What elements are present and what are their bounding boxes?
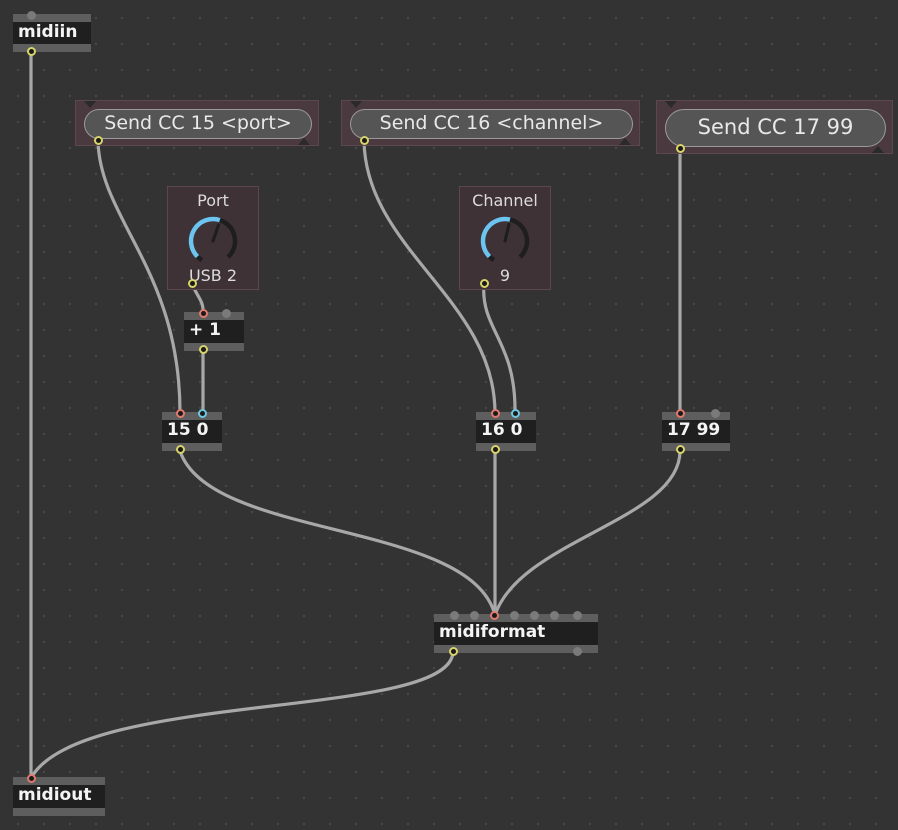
midiformat-inlet-1[interactable] xyxy=(450,611,459,620)
send-cc16-label: Send CC 16 <channel> xyxy=(379,112,604,134)
midiformat-inlet-5[interactable] xyxy=(530,611,539,620)
midiin-object[interactable]: midiin xyxy=(13,14,91,52)
message-17-99-label: 17 99 xyxy=(662,420,730,443)
port-dial-value: USB 2 xyxy=(188,266,238,285)
send-cc15-button[interactable]: Send CC 15 <port> xyxy=(84,109,312,139)
cord-msg17-to-midiformat[interactable] xyxy=(493,449,682,617)
message-16-0-right-inlet[interactable] xyxy=(511,409,520,418)
midiformat-inlet-7[interactable] xyxy=(573,611,582,620)
port-dial[interactable]: Port USB 2 xyxy=(167,186,259,290)
port-dial-outlet[interactable] xyxy=(188,279,197,288)
send-cc17-button[interactable]: Send CC 17 99 xyxy=(665,109,886,147)
message-15-0-outlet[interactable] xyxy=(176,445,185,454)
midiout-inlet[interactable] xyxy=(27,774,36,783)
channel-dial-value: 9 xyxy=(499,266,511,285)
send-cc15-frame: Send CC 15 <port> xyxy=(75,100,319,146)
message-15-0-left-inlet[interactable] xyxy=(176,409,185,418)
midiformat-inlet-2[interactable] xyxy=(470,611,479,620)
message-16-0-left-inlet[interactable] xyxy=(491,409,500,418)
send-cc15-label: Send CC 15 <port> xyxy=(104,112,292,134)
send-cc15-outlet[interactable] xyxy=(94,136,103,145)
midiformat-object[interactable]: midiformat xyxy=(434,614,598,653)
midiin-inlet[interactable] xyxy=(27,11,36,20)
plus-one-right-inlet[interactable] xyxy=(222,309,231,318)
midiformat-inlet-4[interactable] xyxy=(510,611,519,620)
send-cc16-outlet[interactable] xyxy=(360,136,369,145)
midiin-label: midiin xyxy=(13,22,91,44)
send-cc16-button[interactable]: Send CC 16 <channel> xyxy=(350,109,633,139)
plus-one-object[interactable]: + 1 xyxy=(184,312,244,351)
send-cc16-frame: Send CC 16 <channel> xyxy=(341,100,640,146)
message-16-0[interactable]: 16 0 xyxy=(476,412,536,451)
channel-dial-outlet[interactable] xyxy=(480,279,489,288)
channel-knob[interactable] xyxy=(477,213,533,269)
midiin-outlet[interactable] xyxy=(27,47,36,56)
port-dial-title: Port xyxy=(197,191,229,210)
cord-msg15-to-midiformat[interactable] xyxy=(178,449,497,617)
midiformat-outlet[interactable] xyxy=(449,647,458,656)
message-17-99-right-inlet[interactable] xyxy=(711,409,720,418)
channel-dial-title: Channel xyxy=(472,191,538,210)
plus-one-left-inlet[interactable] xyxy=(199,309,208,318)
midiout-label: midiout xyxy=(13,785,105,808)
midiformat-inlet-3[interactable] xyxy=(490,611,499,620)
message-16-0-outlet[interactable] xyxy=(491,445,500,454)
message-15-0[interactable]: 15 0 xyxy=(162,412,222,451)
midiformat-outlet-2[interactable] xyxy=(573,647,582,656)
message-17-99-outlet[interactable] xyxy=(676,445,685,454)
message-17-99-left-inlet[interactable] xyxy=(676,409,685,418)
message-16-0-label: 16 0 xyxy=(476,420,536,443)
send-cc17-outlet[interactable] xyxy=(676,144,685,153)
plus-one-outlet[interactable] xyxy=(199,345,208,354)
message-15-0-label: 15 0 xyxy=(162,420,222,443)
midiformat-inlet-6[interactable] xyxy=(550,611,559,620)
message-17-99[interactable]: 17 99 xyxy=(662,412,730,451)
cord-channel-dial-to-msg16[interactable] xyxy=(482,281,517,415)
cord-midiformat-to-midiout[interactable] xyxy=(29,650,455,780)
midiformat-label: midiformat xyxy=(434,622,598,645)
message-15-0-right-inlet[interactable] xyxy=(198,409,207,418)
send-cc17-frame: Send CC 17 99 xyxy=(656,100,893,154)
channel-dial[interactable]: Channel 9 xyxy=(459,186,551,290)
send-cc17-label: Send CC 17 99 xyxy=(697,115,854,139)
port-knob[interactable] xyxy=(185,213,241,269)
plus-one-label: + 1 xyxy=(184,320,244,343)
midiout-object[interactable]: midiout xyxy=(13,777,105,816)
